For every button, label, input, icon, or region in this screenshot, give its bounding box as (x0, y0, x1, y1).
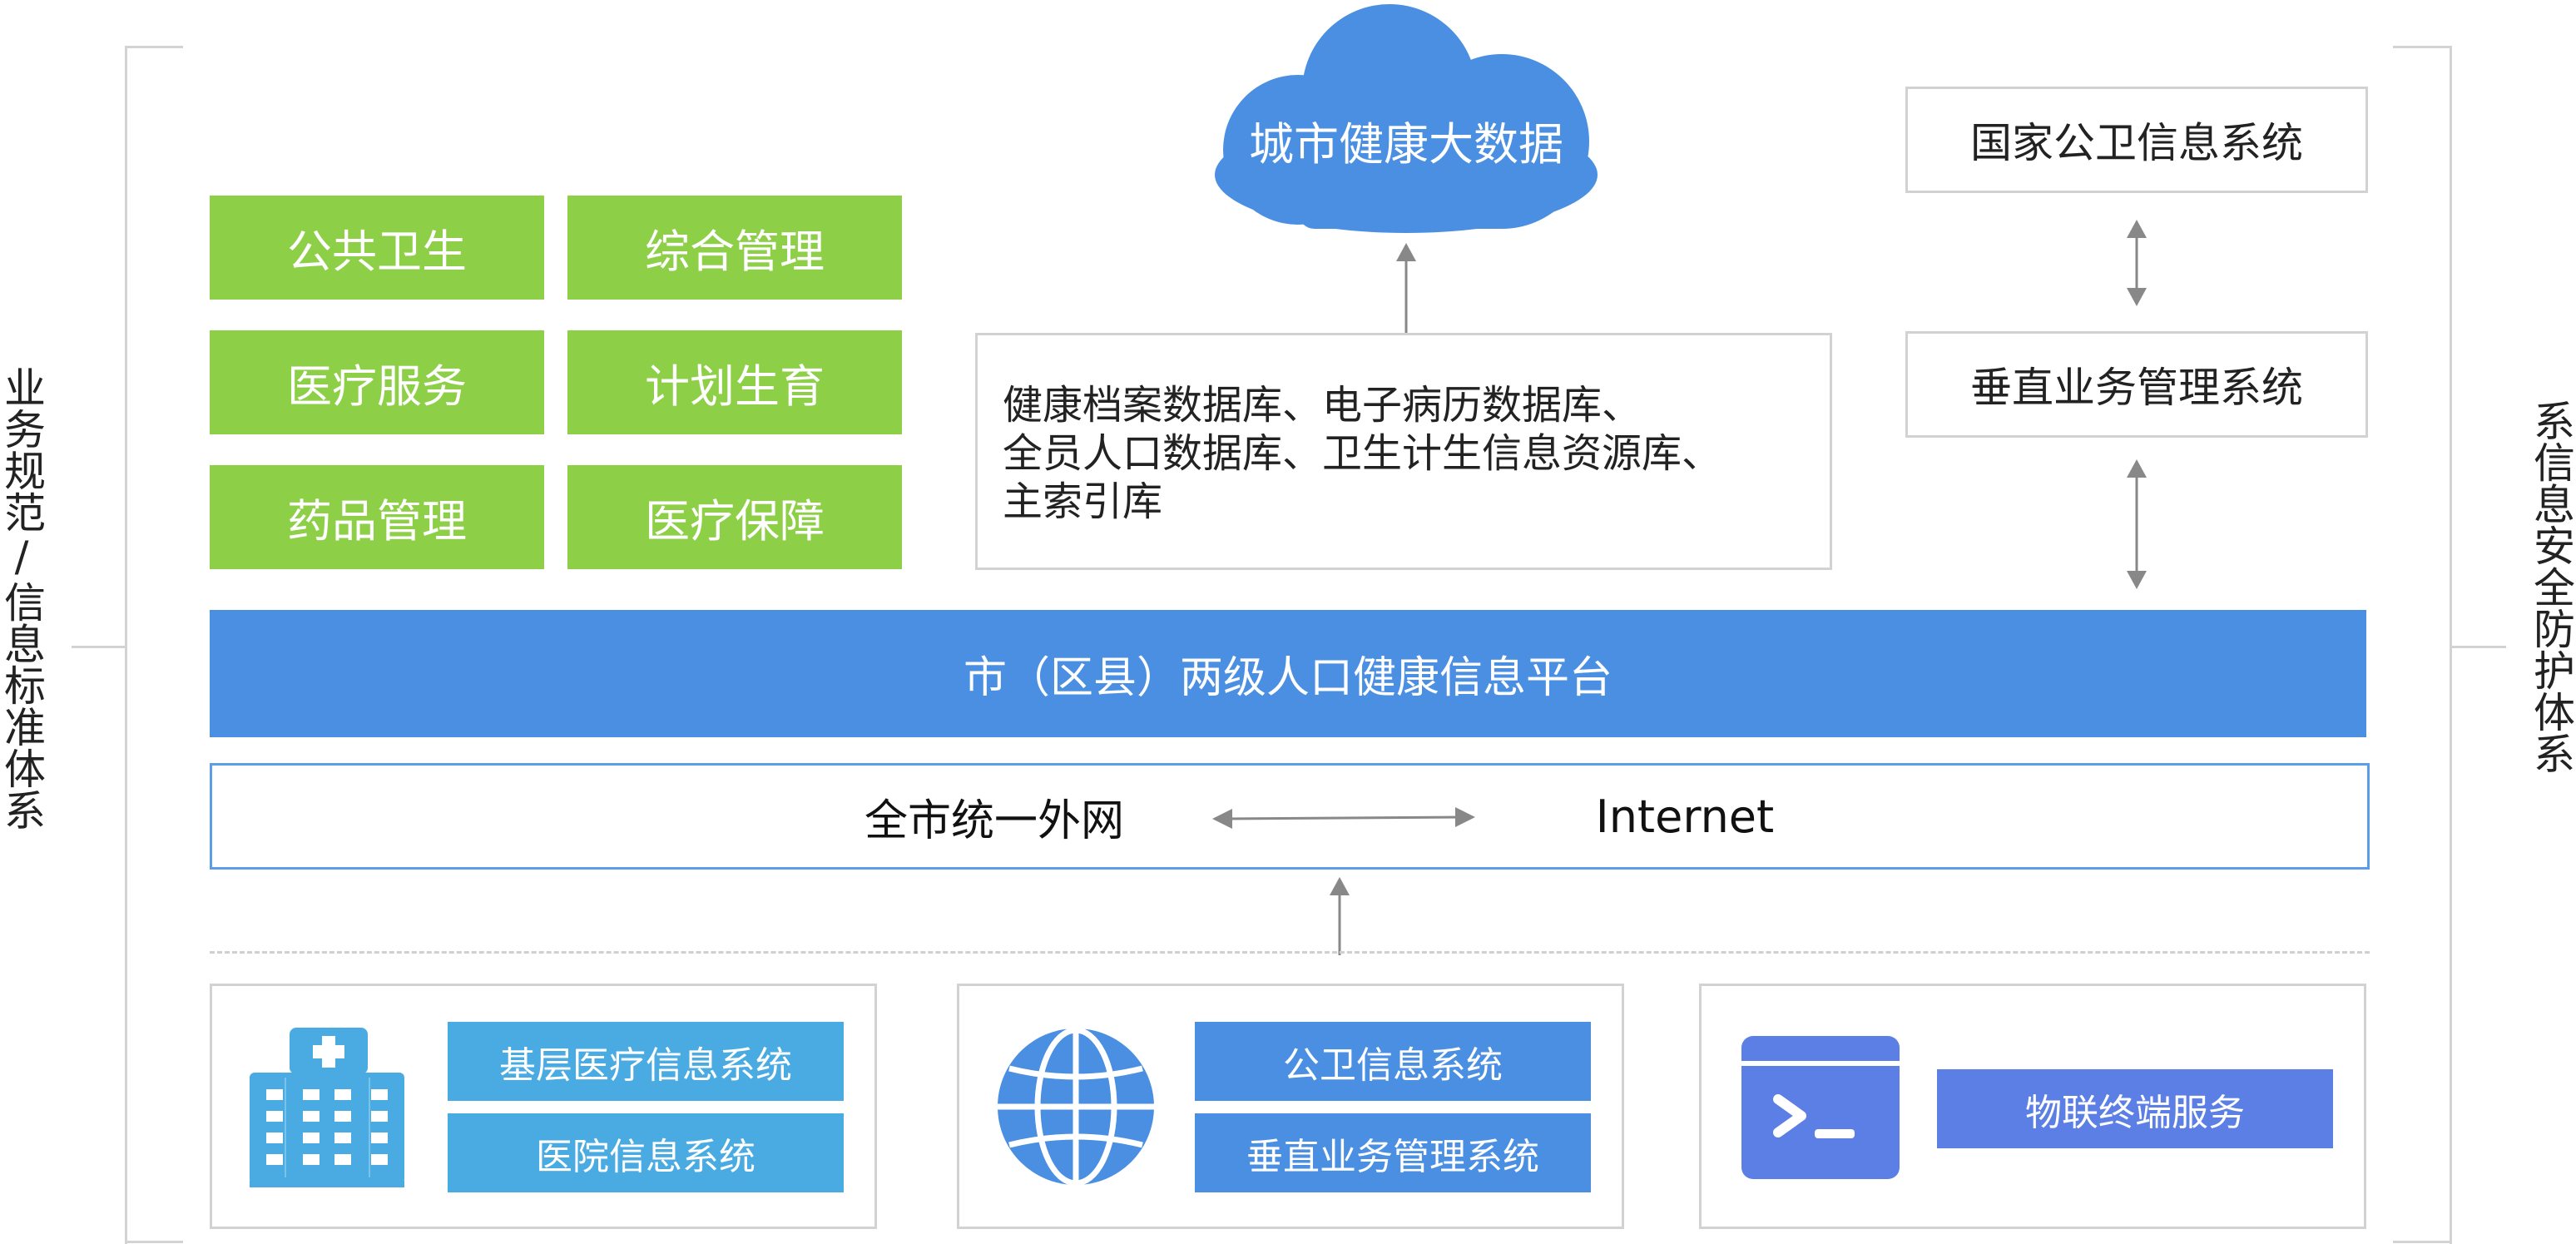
business-item-drug-management: 药品管理 (210, 465, 544, 569)
network-city-extranet-label: 全市统一外网 (864, 795, 1124, 846)
business-item-medical-service: 医疗服务 (210, 330, 544, 434)
bottom-group-hospital: 基层医疗信息系统 医院信息系统 (210, 984, 877, 1229)
cloud-label: 城市健康大数据 (1249, 117, 1563, 171)
hospital-icon (250, 1028, 404, 1191)
right-side-caption: 系信息安全防护体系 (2527, 399, 2575, 774)
terminal-icon (1741, 1036, 1900, 1182)
database-line-1: 健康档案数据库、电子病历数据库、 (1003, 382, 1642, 429)
bottom-group-terminal: 物联终端服务 (1699, 984, 2366, 1229)
hospital-info-system: 医院信息系统 (448, 1113, 844, 1192)
left-side-caption: 业务规范/信息标准体系 (0, 366, 46, 830)
vertical-business-mgmt-system: 垂直业务管理系统 (1195, 1113, 1591, 1192)
public-health-info-system: 公卫信息系统 (1195, 1022, 1591, 1101)
business-item-family-planning: 计划生育 (567, 330, 902, 434)
business-item-public-health: 公共卫生 (210, 196, 544, 300)
dashed-separator (210, 951, 2370, 954)
database-line-3: 主索引库 (1003, 478, 1163, 525)
health-platform-bar: 市（区县）两级人口健康信息平台 (210, 610, 2366, 737)
bidirectional-arrow-upper (2127, 220, 2147, 306)
bidirectional-arrow-network (1212, 807, 1475, 829)
primary-care-info-system: 基层医疗信息系统 (448, 1022, 844, 1101)
vertical-business-system-box: 垂直业务管理系统 (1905, 331, 2368, 438)
globe-icon (994, 1025, 1157, 1192)
network-bar: 全市统一外网 Internet (210, 763, 2370, 870)
cloud-icon (1215, 4, 1598, 233)
business-item-medical-security: 医疗保障 (567, 465, 902, 569)
bottom-group-globe: 公卫信息系统 垂直业务管理系统 (957, 984, 1624, 1229)
city-health-bigdata-cloud: 城市健康大数据 (1206, 0, 1606, 237)
arrow-up-to-cloud (1396, 243, 1416, 335)
database-line-2: 全员人口数据库、卫生计生信息资源库、 (1003, 430, 1722, 477)
network-internet-label: Internet (1595, 790, 1775, 843)
database-box: 健康档案数据库、电子病历数据库、 全员人口数据库、卫生计生信息资源库、 主索引库 (975, 333, 1832, 570)
national-public-health-system-box: 国家公卫信息系统 (1905, 87, 2368, 193)
iot-terminal-service: 物联终端服务 (1937, 1069, 2333, 1148)
arrow-up-to-network (1330, 877, 1350, 955)
bidirectional-arrow-lower (2127, 459, 2147, 589)
business-item-comprehensive-management: 综合管理 (567, 196, 902, 300)
